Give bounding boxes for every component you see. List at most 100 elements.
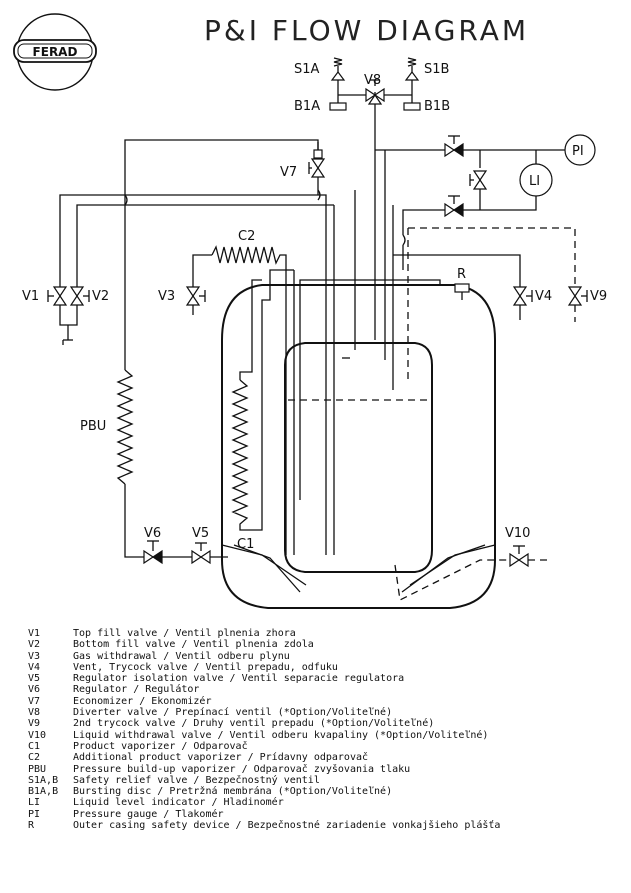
legend-description: Liquid level indicator / Hladinomér: [73, 797, 284, 809]
legend-description: Additional product vaporizer / Prídavny …: [73, 752, 369, 764]
legend-code: V5: [28, 673, 41, 685]
pi-isolation-valve[interactable]: [444, 143, 464, 157]
v2-valve[interactable]: [70, 286, 84, 306]
legend-code: C1: [28, 740, 41, 752]
legend-row: R Outer casing safety device / Bezpečnost…: [28, 820, 618, 831]
label-v8: V8: [364, 73, 381, 88]
inner-tank: [284, 342, 433, 573]
label-v3: V3: [158, 289, 175, 304]
diagram-title: P&I FLOW DIAGRAM: [204, 14, 529, 47]
legend-description: Top fill valve / Ventil plnenia zhora: [73, 628, 296, 639]
legend-code: PBU: [28, 763, 47, 775]
legend-row: V8 Diverter valve / Prepínací ventil (*Op…: [28, 707, 618, 718]
label-v4: V4: [535, 289, 552, 304]
label-c2: C2: [238, 229, 255, 244]
s1b-relief[interactable]: [404, 71, 420, 81]
legend-row: V1 Top fill valve / Ventil plnenia zhora: [28, 628, 618, 639]
legend-code: S1A,B: [28, 774, 59, 786]
v1-valve[interactable]: [53, 286, 67, 306]
legend-description: Economizer / Ekonomizér: [73, 695, 212, 707]
legend-row: V2 Bottom fill valve / Ventil plnenia zdo…: [28, 639, 618, 650]
label-v2: V2: [92, 289, 109, 304]
b1b-disc: [403, 102, 421, 111]
label-b1b: B1B: [424, 99, 450, 114]
legend-code: V9: [28, 718, 41, 730]
legend-code: V7: [28, 695, 41, 707]
b1a-disc: [329, 102, 347, 111]
label-v6: V6: [144, 526, 161, 541]
logo-text: FERAD: [33, 45, 78, 59]
legend-row: C2 Additional product vaporizer / Prídavn…: [28, 752, 618, 763]
label-pbu: PBU: [80, 419, 106, 434]
legend-description: Safety relief valve / Bezpečnostný venti…: [73, 774, 320, 786]
legend-row: PI Pressure gauge / Tlakomér: [28, 809, 618, 820]
label-v9: V9: [590, 289, 607, 304]
legend-code: V6: [28, 684, 41, 696]
pi-gauge: [564, 134, 596, 166]
pi-flow-diagram: P&I FLOW DIAGRAM FERAD: [13, 13, 607, 609]
ferad-logo: FERAD: [13, 13, 97, 91]
legend-code: B1A,B: [28, 786, 59, 798]
legend-code: V1: [28, 628, 41, 639]
legend-code: V10: [28, 729, 47, 741]
r-safety-device: [454, 283, 470, 293]
v6-regulator[interactable]: [143, 550, 163, 564]
legend-row: V4 Vent, Trycock valve / Ventil prepadu, …: [28, 662, 618, 673]
legend-code: V4: [28, 661, 41, 673]
label-c1: C1: [237, 537, 254, 552]
v8-valve[interactable]: [365, 87, 377, 103]
legend-code: V3: [28, 650, 41, 662]
legend-description: Bursting disc / Pretržná membrána (*Opti…: [73, 786, 393, 798]
legend-description: Liquid withdrawal valve / Ventil odberu …: [73, 729, 489, 741]
label-v7: V7: [280, 165, 297, 180]
li-lower-valve[interactable]: [444, 203, 464, 217]
outer-vessel: [221, 284, 496, 609]
legend-description: Regulator / Regulátor: [73, 684, 200, 696]
v10-valve[interactable]: [509, 553, 529, 567]
label-v5: V5: [192, 526, 209, 541]
label-r: R: [457, 267, 466, 282]
v4-valve[interactable]: [513, 286, 527, 306]
label-b1a: B1A: [294, 99, 320, 114]
legend-description: Outer casing safety device / Bezpečnostn…: [73, 820, 501, 832]
legend-code: C2: [28, 752, 41, 764]
label-s1a: S1A: [294, 62, 320, 77]
legend-row: V5 Regulator isolation valve / Ventil sep…: [28, 673, 618, 684]
label-pi: PI: [572, 144, 584, 159]
legend-row: V6 Regulator / Regulátor: [28, 684, 618, 695]
legend-description: 2nd trycock valve / Druhy ventil prepadu…: [73, 718, 435, 730]
legend-description: Diverter valve / Prepínací ventil (*Opti…: [73, 707, 393, 719]
legend-row: V10 Liquid withdrawal valve / Ventil odbe…: [28, 730, 618, 741]
legend-code: V8: [28, 707, 41, 719]
legend-row: V7 Economizer / Ekonomizér: [28, 696, 618, 707]
legend-row: LI Liquid level indicator / Hladinomér: [28, 797, 618, 808]
legend-description: Regulator isolation valve / Ventil separ…: [73, 673, 405, 685]
v9-valve[interactable]: [568, 286, 582, 306]
label-s1b: S1B: [424, 62, 449, 77]
legend-code: V2: [28, 639, 41, 651]
legend-row: S1A,B Safety relief valve / Bezpečnostný …: [28, 775, 618, 786]
legend-code: PI: [28, 808, 41, 820]
label-v10: V10: [505, 526, 530, 541]
legend-description: Vent, Trycock valve / Ventil prepadu, od…: [73, 661, 338, 673]
v5-valve[interactable]: [191, 550, 211, 564]
legend-code: R: [28, 820, 35, 832]
s1a-relief[interactable]: [330, 71, 346, 81]
legend-description: Bottom fill valve / Ventil plnenia zdola: [73, 639, 314, 651]
li-equalizing-valve[interactable]: [473, 170, 487, 190]
label-li: LI: [529, 174, 540, 189]
legend-description: Pressure build-up vaporizer / Odparovač …: [73, 763, 411, 775]
v7-valve[interactable]: [311, 158, 325, 178]
legend-row: V9 2nd trycock valve / Druhy ventil prepa…: [28, 718, 618, 729]
label-v1: V1: [22, 289, 39, 304]
legend-row: C1 Product vaporizer / Odparovač: [28, 741, 618, 752]
legend-description: Gas withdrawal / Ventil odberu plynu: [73, 650, 290, 662]
legend-row: PBU Pressure build-up vaporizer / Odparov…: [28, 764, 618, 775]
v3-valve[interactable]: [186, 286, 200, 306]
legend-description: Pressure gauge / Tlakomér: [73, 808, 224, 820]
legend-description: Product vaporizer / Odparovač: [73, 740, 248, 752]
legend-row: B1A,B Bursting disc / Pretržná membrána (…: [28, 786, 618, 797]
legend-row: V3 Gas withdrawal / Ventil odberu plynu: [28, 651, 618, 662]
legend-code: LI: [28, 797, 41, 809]
